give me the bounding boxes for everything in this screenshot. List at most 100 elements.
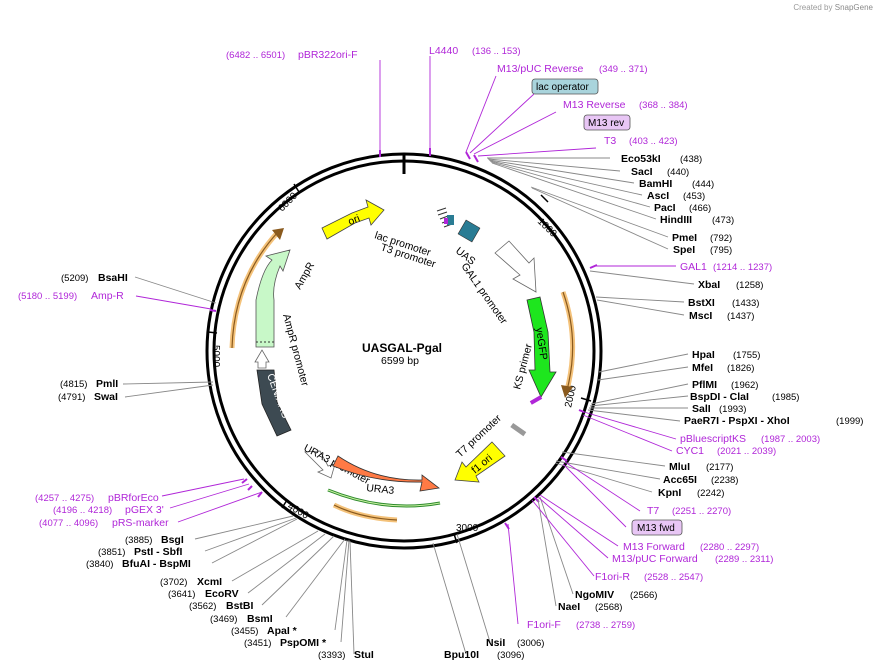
feature-range-f1ori-r: (2528 .. 2547) xyxy=(644,572,703,583)
tick-label-5000: 5000 xyxy=(210,345,221,368)
enzyme-pos-apai: (3455) xyxy=(231,626,258,637)
enzyme-pos-paer7i-pspxi-xhoi: (1999) xyxy=(836,416,863,427)
enzyme-pos-bspdi-clai: (1985) xyxy=(772,392,799,403)
enzyme-naei: NaeI xyxy=(558,601,580,613)
m13-rev-label: M13 rev xyxy=(588,118,624,129)
enzyme-pos-pspomi: (3451) xyxy=(244,638,271,649)
enzyme-bamhi: BamHI xyxy=(639,178,672,190)
enzyme-psti-sbfi: PstI - SbfI xyxy=(134,546,183,558)
feature-range-cyc1: (2021 .. 2039) xyxy=(717,446,776,457)
lac-operator-box: lac operator xyxy=(531,78,599,95)
enzyme-pmli: PmlI xyxy=(96,378,118,390)
ura3-promoter-arrow xyxy=(304,450,336,479)
enzyme-pos-paci: (466) xyxy=(689,203,711,214)
site-marks xyxy=(209,148,598,530)
enzyme-pos-acc65i: (2238) xyxy=(711,475,738,486)
ura3-orf-orange xyxy=(332,502,398,523)
feature-range-t3: (403 .. 423) xyxy=(629,136,678,147)
feature-range-gal1: (1214 .. 1237) xyxy=(713,262,772,273)
feature-range-m13-reverse: (368 .. 384) xyxy=(639,100,688,111)
feature-range-l4440: (136 .. 153) xyxy=(472,46,521,57)
enzyme-xbai: XbaI xyxy=(698,279,720,291)
enzyme-pos-mlui: (2177) xyxy=(706,462,733,473)
enzyme-pos-pmli: (4815) xyxy=(60,379,87,390)
enzyme-kpni: KpnI xyxy=(658,487,681,499)
enzyme-bsmi: BsmI xyxy=(247,613,273,625)
t7-promoter-mark xyxy=(510,422,527,437)
gal1-promoter-arrow xyxy=(494,240,537,293)
plasmid-length: 6599 bp xyxy=(381,355,419,367)
ampr-label: AmpR xyxy=(292,260,317,292)
enzyme-pos-pmei: (792) xyxy=(710,233,732,244)
enzyme-pos-pflmi: (1962) xyxy=(731,380,758,391)
feature-pbrforeco: pBRforEco xyxy=(108,492,159,504)
enzyme-pos-hindiii: (473) xyxy=(712,215,734,226)
enzyme-pos-ngomiv: (2566) xyxy=(630,590,657,601)
enzyme-pos-stui: (3393) xyxy=(318,650,345,661)
enzyme-pos-bsahi: (5209) xyxy=(61,273,88,284)
enzyme-pos-bpu10i: (3096) xyxy=(497,650,524,661)
tick-label-3000: 3000 xyxy=(456,523,479,534)
enzyme-labels: Eco53kI (438) SacI (440) BamHI (444) Asc… xyxy=(58,153,863,661)
enzyme-pos-bamhi: (444) xyxy=(692,179,714,190)
feature-f1ori-f: F1ori-F xyxy=(527,619,561,631)
feature-pbluescriptks: pBluescriptKS xyxy=(680,433,746,445)
ori-label: ori xyxy=(346,212,361,227)
enzyme-bstbi: BstBI xyxy=(226,600,254,612)
snapgene-brand: SnapGene xyxy=(834,3,873,12)
enzyme-pos-xcmi: (3702) xyxy=(160,577,187,588)
enzyme-ngomiv: NgoMIV xyxy=(575,589,614,601)
feature-range-m13-puc-reverse: (349 .. 371) xyxy=(599,64,648,75)
backbone-outer xyxy=(205,152,603,550)
feature-m13-puc-reverse: M13/pUC Reverse xyxy=(497,63,584,75)
feature-range-pbr322ori-f: (6482 .. 6501) xyxy=(226,50,285,61)
feature-t3: T3 xyxy=(604,135,616,147)
plasmid-name: UASGAL-Pgal xyxy=(362,341,442,355)
credit-label: Created by SnapGene xyxy=(793,3,873,12)
enzyme-pos-xbai: (1258) xyxy=(736,280,763,291)
feature-f1ori-r: F1ori-R xyxy=(595,571,630,583)
feature-gal1: GAL1 xyxy=(680,261,707,273)
enzyme-pspomi: PspOMI * xyxy=(280,637,327,649)
ura3-arrow xyxy=(332,455,440,492)
lac-operator-mark xyxy=(447,215,454,225)
leader-lines xyxy=(122,56,695,655)
enzyme-pos-nsii: (3006) xyxy=(517,638,544,649)
enzyme-pos-bsgi: (3885) xyxy=(125,535,152,546)
enzyme-pmei: PmeI xyxy=(672,232,697,244)
enzyme-pos-asci: (453) xyxy=(683,191,705,202)
feature-labels: (6482 .. 6501) pBR322ori-F L4440 (136 ..… xyxy=(18,45,820,631)
enzyme-paer7i-pspxi-xhoi: PaeR7I - PspXI - XhoI xyxy=(684,415,790,427)
ura3-label: URA3 xyxy=(366,482,395,497)
enzyme-hpai: HpaI xyxy=(692,349,715,361)
feature-range-m13-puc-forward: (2289 .. 2311) xyxy=(715,554,773,565)
yegfp-orf-head xyxy=(561,385,573,398)
enzyme-saci: SacI xyxy=(631,166,653,178)
yegfp-orf-line xyxy=(562,291,574,391)
feature-m13-reverse: M13 Reverse xyxy=(563,99,626,111)
feature-m13-puc-forward: M13/pUC Forward xyxy=(612,553,698,565)
gal1-promoter-label: GAL1 promoter xyxy=(459,261,510,327)
enzyme-eco53ki: Eco53kI xyxy=(621,153,661,165)
enzyme-paci: PacI xyxy=(654,202,676,214)
feature-cyc1: CYC1 xyxy=(676,445,704,457)
cen-ars-block xyxy=(256,369,292,437)
credit-prefix: Created by xyxy=(793,3,833,12)
enzyme-pos-kpni: (2242) xyxy=(697,488,724,499)
enzyme-sali: SalI xyxy=(692,403,711,415)
uas-block xyxy=(457,219,481,243)
enzyme-pos-sali: (1993) xyxy=(719,404,746,415)
enzyme-spei: SpeI xyxy=(673,244,695,256)
ura3-orf-orange-line xyxy=(333,504,398,521)
enzyme-apai: ApaI * xyxy=(267,625,298,637)
enzyme-pos-spei: (795) xyxy=(710,245,732,256)
enzyme-pflmi: PflMI xyxy=(692,379,717,391)
feature-prs-marker: pRS-marker xyxy=(112,517,169,529)
enzyme-pos-bstbi: (3562) xyxy=(189,601,216,612)
enzyme-stui: StuI xyxy=(354,649,374,661)
feature-l4440: L4440 xyxy=(429,45,458,57)
inner-features: ori lac promoter T3 promoter UAS GAL1 pr… xyxy=(229,199,576,523)
enzyme-acc65i: Acc65I xyxy=(663,474,697,486)
enzyme-pos-eco53ki: (438) xyxy=(680,154,702,165)
